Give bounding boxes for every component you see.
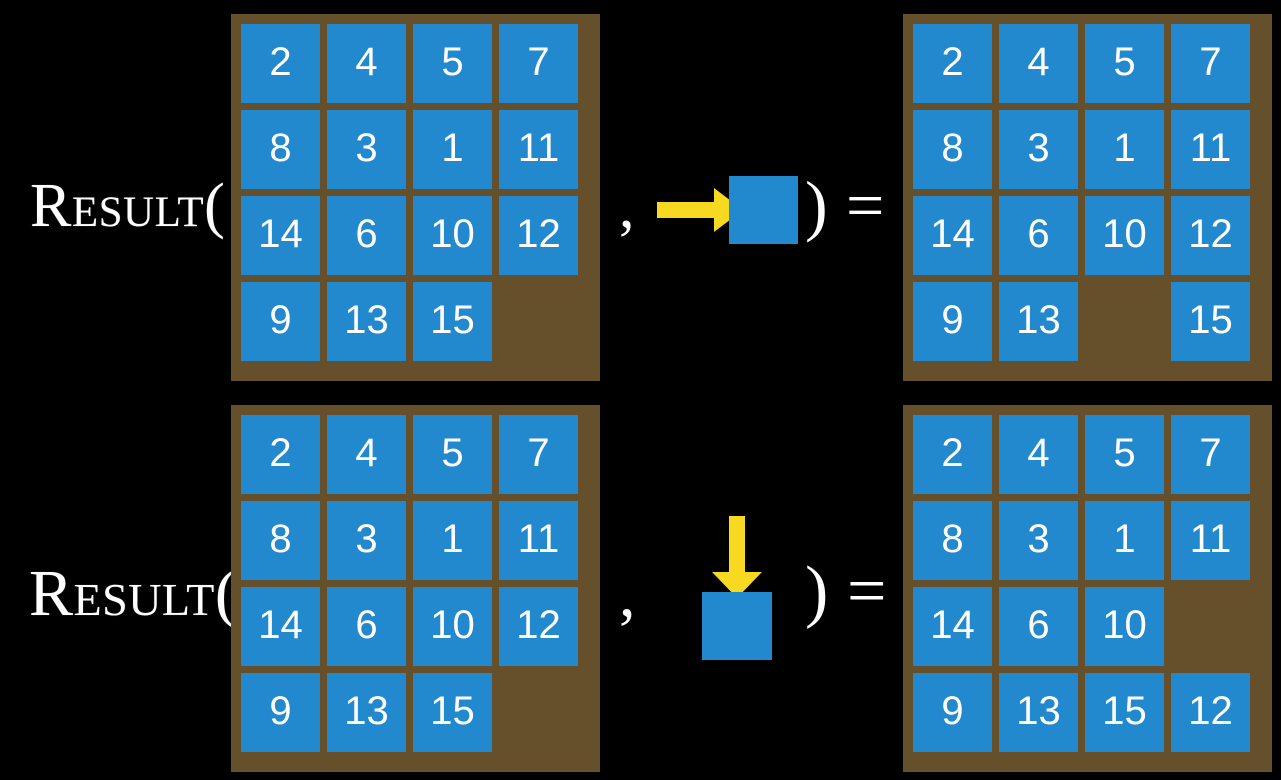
puzzle-tile[interactable]: 3 [327,501,406,580]
puzzle-tile[interactable]: 4 [999,24,1078,103]
puzzle-tile[interactable]: 2 [241,415,320,494]
puzzle-tile[interactable]: 7 [499,415,578,494]
puzzle-tile[interactable]: 2 [913,415,992,494]
puzzle-tile[interactable]: 9 [241,282,320,361]
puzzle-tile[interactable]: 13 [999,673,1078,752]
puzzle-tile[interactable]: 8 [241,501,320,580]
puzzle-tile[interactable]: 4 [327,24,406,103]
puzzle-tile[interactable]: 10 [413,587,492,666]
puzzle-tile[interactable]: 12 [499,587,578,666]
puzzle-tile[interactable]: 7 [1171,415,1250,494]
moving-tile-row-1 [729,176,798,244]
puzzle-tile[interactable]: 5 [413,24,492,103]
comma-separator-row-1: , [619,173,635,241]
puzzle-tile[interactable]: 14 [913,196,992,275]
comma-separator-row-2: , [619,558,636,631]
puzzle-tile[interactable]: 10 [413,196,492,275]
puzzle-tile[interactable]: 14 [241,587,320,666]
puzzle-tile[interactable]: 3 [327,110,406,189]
puzzle-tile[interactable]: 8 [913,110,992,189]
puzzle-tile[interactable]: 6 [327,587,406,666]
puzzle-tile[interactable]: 13 [327,282,406,361]
puzzle-tile[interactable]: 15 [1085,673,1164,752]
puzzle-tile[interactable]: 5 [413,415,492,494]
arrow-down-icon [712,516,762,598]
puzzle-tile[interactable]: 6 [999,587,1078,666]
puzzle-tile[interactable]: 1 [413,501,492,580]
puzzle-tile[interactable]: 2 [913,24,992,103]
puzzle-tile[interactable]: 6 [327,196,406,275]
puzzle-tile[interactable]: 11 [1171,110,1250,189]
puzzle-tile[interactable]: 12 [499,196,578,275]
puzzle-tile[interactable]: 9 [913,282,992,361]
puzzle-tile[interactable]: 7 [499,24,578,103]
arrow-right-icon [657,188,743,232]
close-paren-row-2: ) [805,553,829,630]
puzzle-tile[interactable]: 11 [499,501,578,580]
equals-sign-row-1: = [846,167,885,243]
puzzle-tile[interactable]: 12 [1171,196,1250,275]
puzzle-tile[interactable]: 11 [499,110,578,189]
puzzle-tile[interactable]: 5 [1085,415,1164,494]
puzzle-tile[interactable]: 12 [1171,673,1250,752]
puzzle-tile[interactable]: 15 [413,673,492,752]
empty-cell [1171,587,1250,666]
empty-cell [1085,282,1164,361]
empty-cell [499,282,578,361]
puzzle-tile[interactable]: 6 [999,196,1078,275]
empty-cell [499,673,578,752]
puzzle-tile[interactable]: 1 [1085,110,1164,189]
puzzle-tile[interactable]: 7 [1171,24,1250,103]
moving-tile-row-2 [702,592,772,660]
puzzle-tile[interactable]: 3 [999,110,1078,189]
puzzle-tile[interactable]: 4 [327,415,406,494]
puzzle-tile[interactable]: 15 [413,282,492,361]
puzzle-tile[interactable]: 10 [1085,587,1164,666]
puzzle-tile[interactable]: 1 [1085,501,1164,580]
puzzle-tile[interactable]: 8 [241,110,320,189]
puzzle-tile[interactable]: 13 [327,673,406,752]
puzzle-tile[interactable]: 8 [913,501,992,580]
result-function-label-row-1: Result( [30,172,226,240]
puzzle-tile[interactable]: 1 [413,110,492,189]
puzzle-tile[interactable]: 9 [241,673,320,752]
puzzle-tile[interactable]: 10 [1085,196,1164,275]
puzzle-tile[interactable]: 9 [913,673,992,752]
equals-sign-row-2: = [847,553,887,630]
puzzle-tile[interactable]: 15 [1171,282,1250,361]
puzzle-tile[interactable]: 2 [241,24,320,103]
puzzle-tile[interactable]: 13 [999,282,1078,361]
result-function-label-row-2: Result( [29,557,238,630]
close-paren-row-1: ) [805,167,828,243]
puzzle-tile[interactable]: 11 [1171,501,1250,580]
puzzle-tile[interactable]: 5 [1085,24,1164,103]
puzzle-tile[interactable]: 14 [241,196,320,275]
puzzle-tile[interactable]: 3 [999,501,1078,580]
puzzle-tile[interactable]: 4 [999,415,1078,494]
puzzle-tile[interactable]: 14 [913,587,992,666]
